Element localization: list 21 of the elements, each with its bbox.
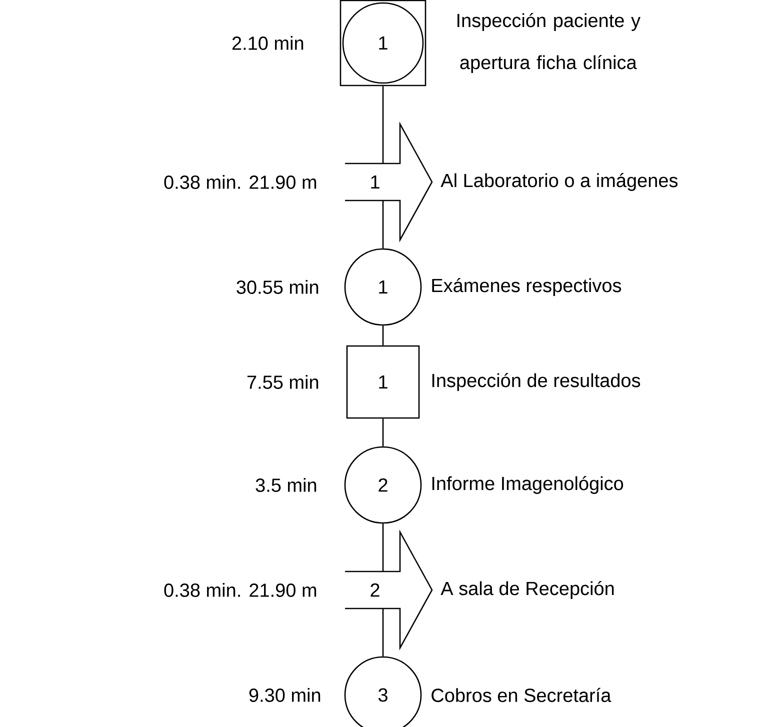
step-description: Inspección paciente y apertura ficha clínica [458,13,640,73]
duration-label: 9.30 min [249,688,320,702]
connector-line [382,608,384,656]
duration-label: 0.38 min. 21.90 m [164,175,316,189]
connector-line [382,200,384,248]
inspection-square: 1 [346,345,420,419]
duration-label: 30.55 min [236,280,318,294]
step-description: Cobros en Secretaría [432,688,612,702]
step-description: Exámenes respectivos [432,278,622,296]
connector-line [382,524,384,572]
duration-label: 2.10 min [232,36,304,50]
step-description: Al Laboratorio o a imágenes [440,173,678,191]
connector-line [382,326,384,346]
step-description: Inspección de resultados [432,373,640,391]
step-description: A sala de Recepción [440,581,614,599]
duration-label: 0.38 min. 21.90 m [164,583,316,597]
connector-line [382,86,384,164]
duration-label: 7.55 min [247,375,318,389]
step-description: Informe Imagenológico [432,476,624,494]
duration-label: 3.5 min [256,478,316,492]
connector-line [382,418,384,446]
